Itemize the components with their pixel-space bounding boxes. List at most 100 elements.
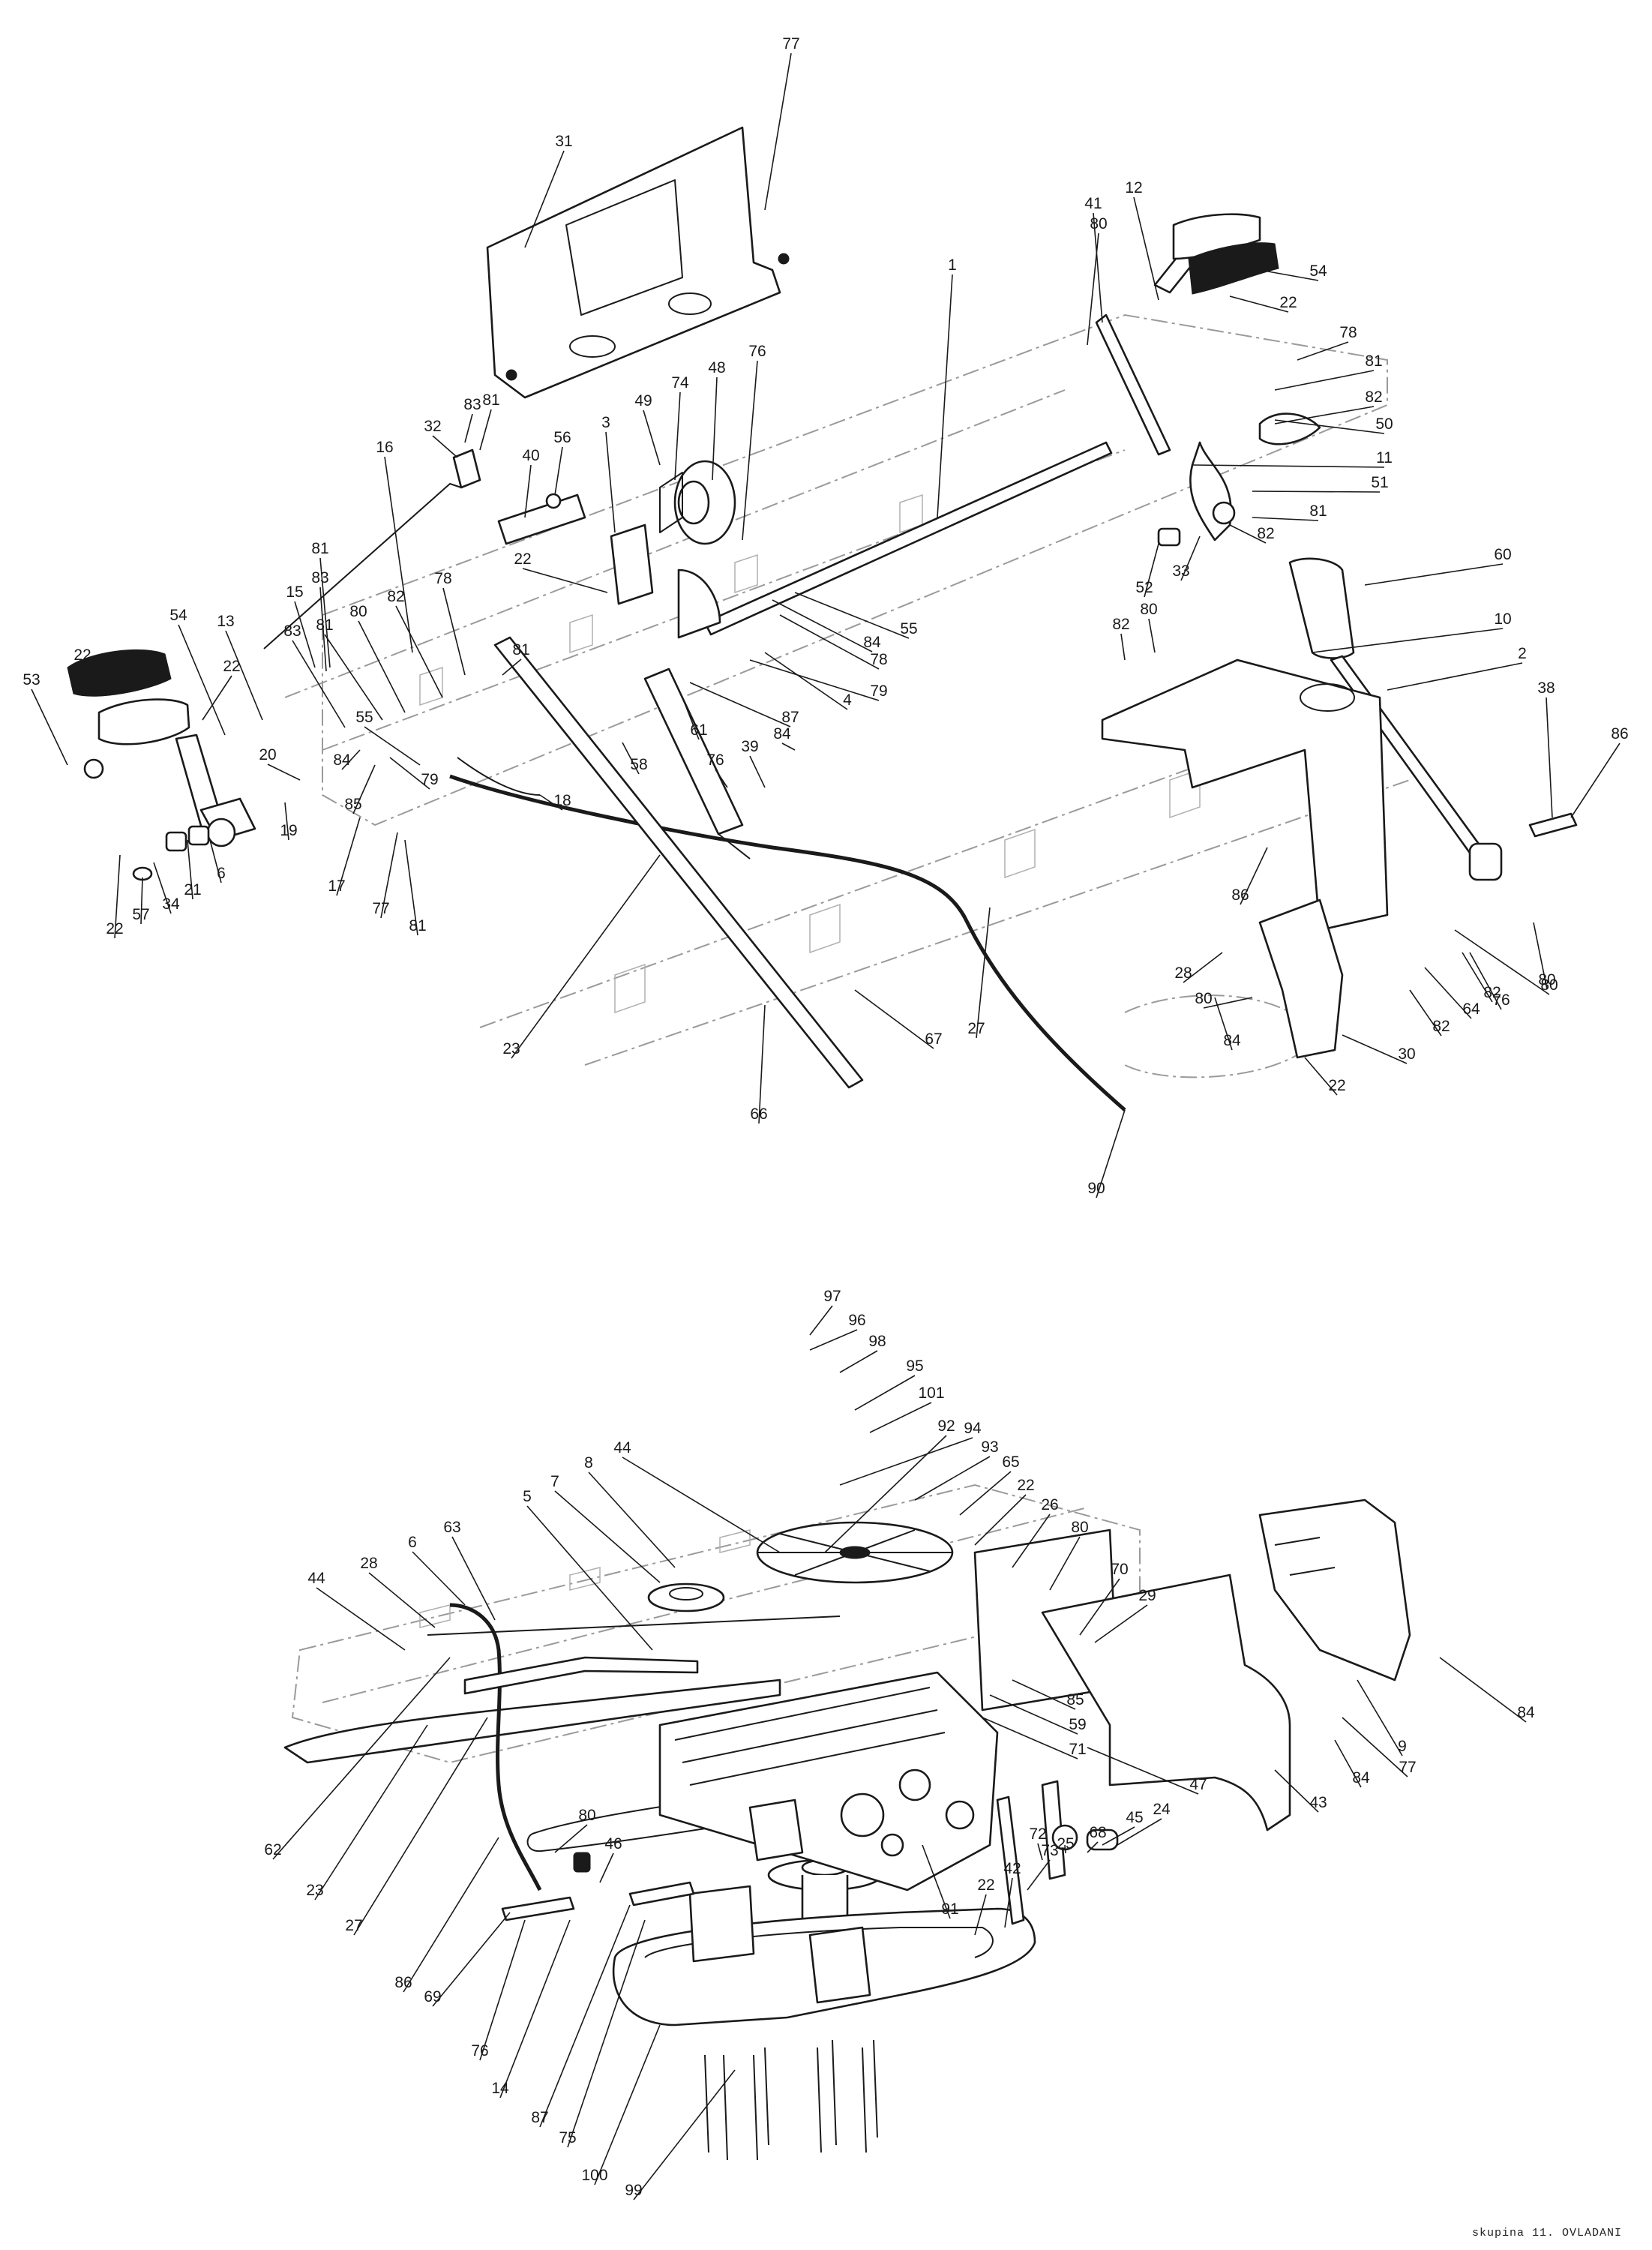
bottom-callout-14: 14 [491,2080,509,2097]
top-callout-80: 80 [349,603,367,620]
bottom-callout-59: 59 [1069,1716,1086,1733]
bottom-callout-44: 44 [613,1439,631,1456]
hydrostatic-transmission-91 [658,1671,999,1892]
top-callout-83: 83 [283,622,301,640]
top-callout-49: 49 [634,392,652,410]
bottom-callout-29: 29 [1138,1587,1156,1604]
leader-line [758,1004,766,1124]
leader-line [809,1329,858,1351]
leader-line [1252,517,1319,521]
top-callout-55: 55 [900,620,917,638]
bottom-callout-100: 100 [581,2167,607,2184]
leader-line [1096,1109,1126,1198]
leader-line [522,568,608,593]
leader-line [824,1435,947,1553]
leader-line [764,652,848,710]
leader-line [1259,269,1319,281]
leader-line [1274,406,1375,424]
top-callout-16: 16 [376,439,393,456]
leader-line [922,1844,951,1919]
leader-line [854,1375,916,1411]
top-callout-74: 74 [671,374,689,392]
bottom-callout-22: 22 [977,1876,994,1894]
top-callout-31: 31 [555,133,572,150]
leader-line [839,1437,973,1486]
leader-line [526,1505,653,1651]
leader-line [689,682,791,728]
leader-line [82,664,106,676]
leader-line [319,557,331,668]
leader-line [432,1912,511,2007]
control-cable-27-86 [427,1603,841,1892]
bottom-callout-92: 92 [937,1418,955,1435]
top-callout-23: 23 [502,1040,520,1058]
leader-line [539,1904,631,2128]
top-callout-54: 54 [169,607,187,624]
leader-line [989,1694,1078,1735]
leader-line [1342,1717,1408,1778]
shaft-38 [1528,812,1578,838]
top-callout-81: 81 [409,917,426,934]
bottom-callout-46: 46 [604,1835,622,1852]
top-callout-33: 33 [1172,562,1189,580]
top-callout-22: 22 [1279,294,1297,311]
leader-line [153,862,172,914]
bottom-callout-95: 95 [906,1358,923,1375]
leader-line [869,1402,932,1433]
footer-caption: skupina 11. OVLADANI [1471,2227,1622,2240]
top-callout-80: 80 [1140,601,1157,618]
leader-line [1387,662,1523,691]
leader-line [1117,1818,1162,1846]
bottom-callout-22: 22 [1017,1477,1034,1494]
leader-line [1364,563,1504,586]
bottom-callout-94: 94 [964,1420,982,1437]
top-callout-54: 54 [1309,262,1327,280]
leader-line [395,605,443,698]
leader-line [794,592,910,639]
leader-line [202,675,232,721]
leader-line [1203,997,1253,1009]
top-callout-12: 12 [1125,179,1142,196]
top-callout-32: 32 [424,418,441,435]
leader-line [1087,1841,1099,1853]
leader-line [749,755,766,788]
top-callout-51: 51 [1371,474,1388,491]
leader-line [976,907,991,1039]
top-callout-55: 55 [355,709,373,726]
leader-line [358,620,406,713]
leader-line [809,1305,833,1336]
top-callout-3: 3 [601,414,610,431]
top-callout-40: 40 [522,447,539,464]
leader-line [31,688,68,766]
top-callout-82: 82 [1257,525,1274,542]
leader-line [524,150,565,248]
top-callout-79: 79 [870,682,887,700]
top-callout-22: 22 [514,550,531,568]
leader-line [1012,1514,1051,1568]
leader-line [715,769,728,788]
leader-line [554,446,563,496]
leader-line [682,697,700,740]
top-callout-76: 76 [706,752,724,769]
leader-line [1469,952,1502,1010]
top-callout-78: 78 [1339,324,1357,341]
leader-line [914,1456,991,1501]
top-callout-77: 77 [372,900,389,917]
leader-line [1533,922,1548,990]
top-callout-78: 78 [870,651,887,668]
leader-line [1192,464,1385,468]
leader-line [779,614,880,670]
top-callout-76: 76 [1492,992,1510,1009]
leader-line [1570,742,1621,818]
top-callout-86: 86 [1231,886,1249,904]
leader-line [1012,1679,1076,1710]
leader-line [764,52,792,211]
leader-line [284,802,289,841]
support-frame-42 [612,1885,1036,2026]
leader-line [1546,697,1553,818]
leader-line [1180,536,1201,581]
leader-line [384,456,413,653]
leader-line [1274,370,1375,391]
bracket-30 [1258,898,1344,1059]
leader-line [1424,967,1472,1019]
